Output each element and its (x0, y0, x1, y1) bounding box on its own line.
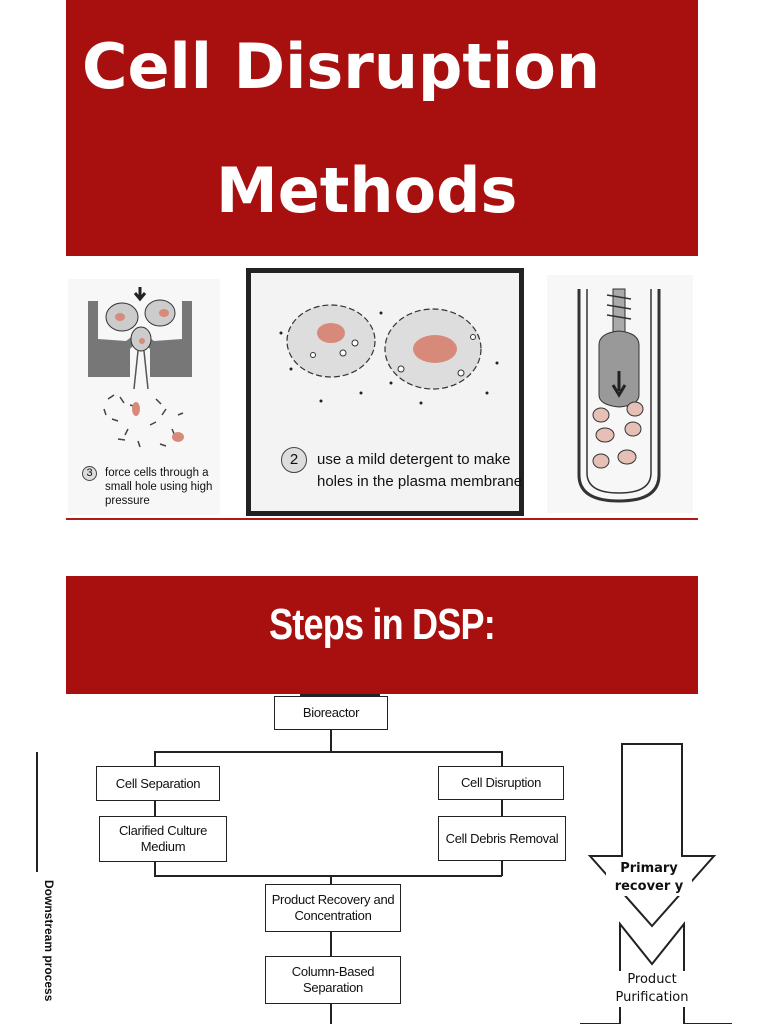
connector-line (330, 875, 332, 885)
connector-line (300, 694, 380, 696)
cell-disruption-box: Cell Disruption (438, 766, 564, 800)
divider-rule (66, 518, 698, 520)
connector-line (330, 932, 332, 957)
dsp-banner: Steps in DSP: (66, 576, 698, 694)
pressure-panel: 3 force cells through a small hole using… (68, 279, 220, 515)
pressure-caption: force cells through a small hole using h… (105, 467, 213, 507)
downstream-process-label: Downstream process (42, 880, 56, 1002)
connector-line (154, 875, 502, 877)
connector-line (330, 730, 332, 752)
title-line-1: Cell Disruption (82, 30, 600, 103)
pressure-illustration (88, 287, 192, 448)
connector-line (501, 861, 503, 876)
connector-line (154, 751, 156, 767)
cell-separation-box: Cell Separation (96, 766, 220, 801)
side-bracket-line (36, 752, 38, 872)
connector-line (154, 862, 156, 876)
connector-line (330, 1004, 332, 1024)
title-banner: Cell Disruption Methods (66, 0, 698, 256)
clarified-medium-box: Clarified Culture Medium (99, 816, 227, 862)
bioreactor-box: Bioreactor (274, 696, 388, 730)
product-purification-label: Product Purification (600, 971, 704, 1007)
homogenizer-panel (547, 275, 693, 513)
cell-debris-box: Cell Debris Removal (438, 816, 566, 861)
connector-line (501, 800, 503, 816)
product-recovery-box: Product Recovery and Concentration (265, 884, 401, 932)
connector-line (501, 751, 503, 767)
homogenizer-illustration (577, 288, 661, 503)
connector-line (154, 801, 156, 817)
column-separation-box: Column-Based Separation (265, 956, 401, 1004)
step-number-badge: 3 (82, 466, 97, 481)
step-number-badge: 2 (281, 447, 307, 473)
detergent-illustration (279, 304, 499, 405)
title-line-2: Methods (216, 154, 518, 227)
detergent-panel: 2 use a mild detergent to make holes in … (246, 268, 524, 516)
dsp-heading: Steps in DSP: (269, 600, 496, 649)
connector-line (154, 751, 502, 753)
detergent-caption: use a mild detergent to make holes in th… (317, 451, 523, 490)
primary-recovery-label: Primary recover y (606, 860, 692, 896)
